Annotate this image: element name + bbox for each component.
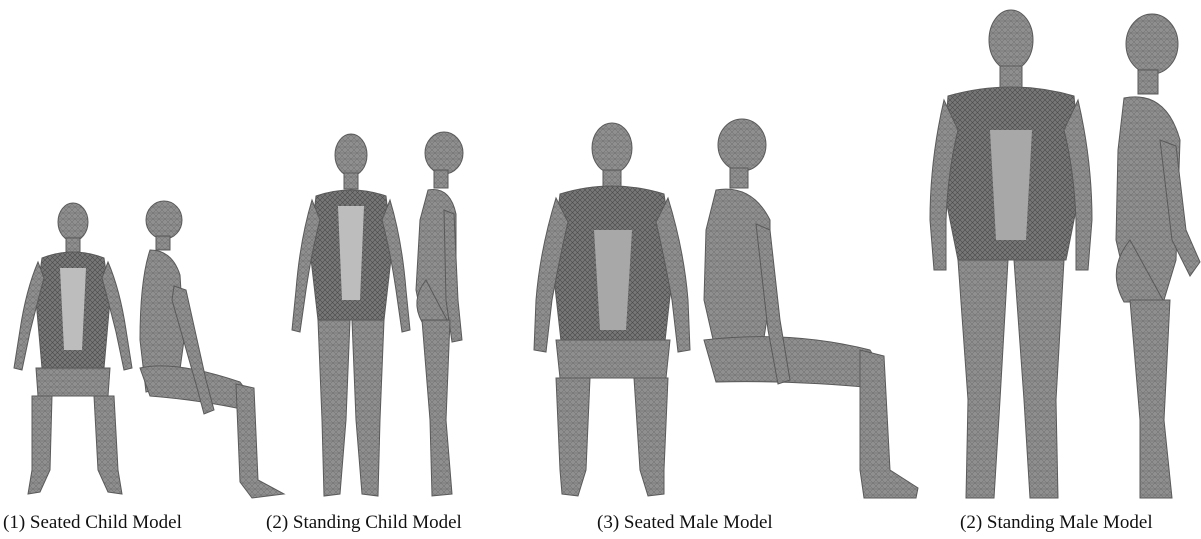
seated-male-front-figure [534,123,690,496]
caption-seated-male: (3) Seated Male Model [597,512,773,534]
seated-child-side-figure [140,201,284,498]
standing-male-front-figure [930,10,1092,498]
caption-standing-child: (2) Standing Child Model [266,512,462,534]
caption-seated-child: (1) Seated Child Model [3,512,182,534]
seated-male-side-figure [704,119,918,498]
standing-male-side-figure [1116,14,1200,498]
standing-child-front-figure [292,134,410,496]
standing-child-side-figure [416,132,463,496]
seated-child-front-figure [14,203,132,494]
caption-standing-male: (2) Standing Male Model [960,512,1153,534]
